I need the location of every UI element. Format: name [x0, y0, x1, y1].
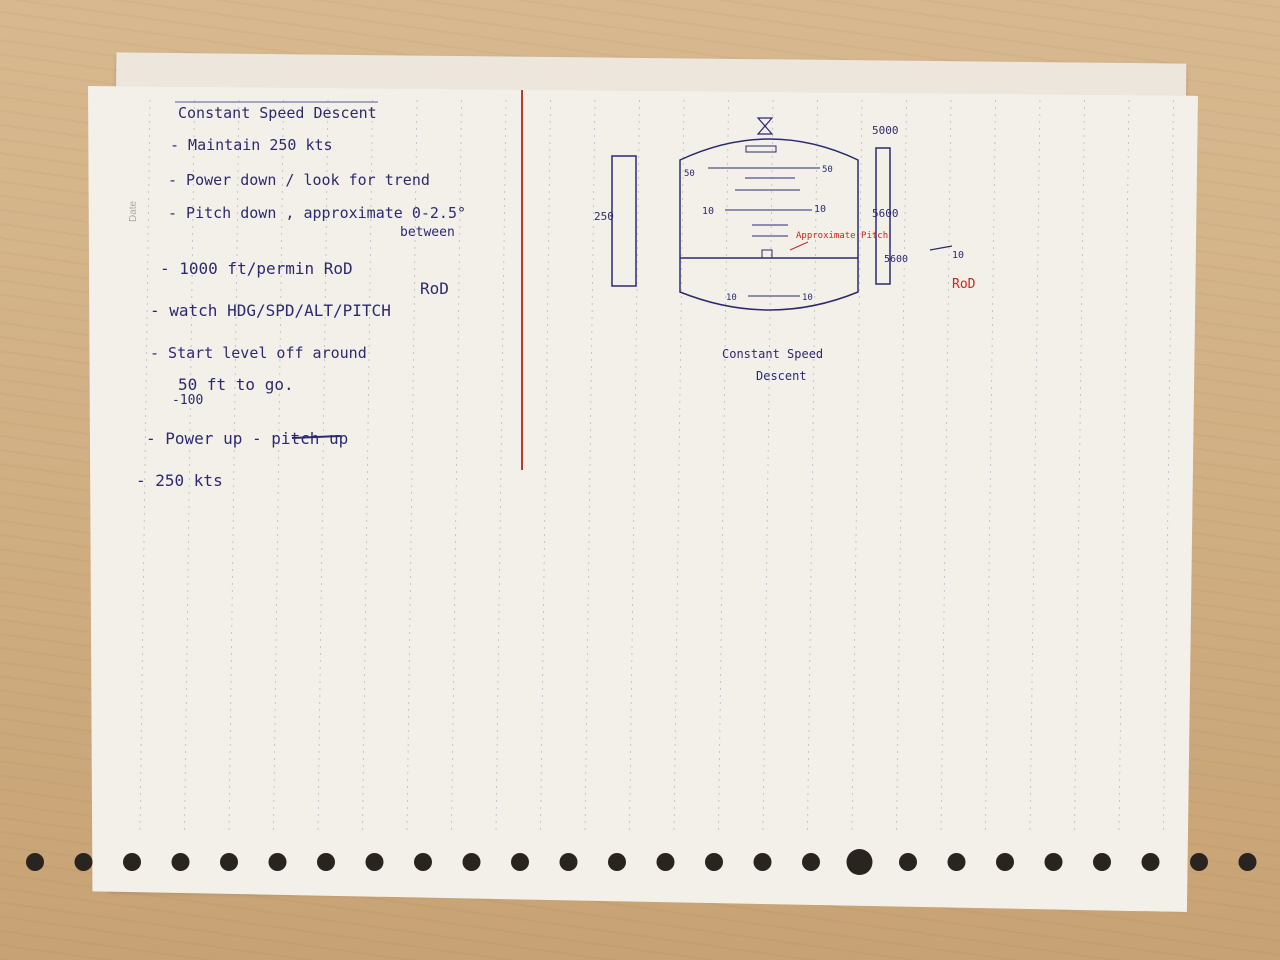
ruling-line	[718, 99, 729, 831]
dotted-ruling	[139, 99, 1174, 831]
note-line: RoD	[420, 279, 449, 298]
ruling-line	[139, 99, 151, 831]
note-line: -100	[172, 393, 203, 408]
note-line: - Pitch down , approximate 0-2.5°	[168, 204, 466, 222]
ruling-line	[1029, 99, 1041, 831]
punch-hole	[1093, 853, 1111, 871]
ruling-line	[985, 99, 996, 831]
ruling-line	[1074, 99, 1085, 831]
punch-hole	[656, 853, 675, 871]
note-line: between	[400, 225, 455, 240]
note-line: - 1000 ft/permin RoD	[160, 259, 353, 278]
aircraft-symbol	[761, 249, 773, 259]
punch-hole	[1238, 853, 1257, 871]
punch-hole	[317, 853, 335, 871]
altitude-label: 5600	[872, 207, 899, 220]
pitch-label: 10	[802, 293, 813, 303]
punch-hole	[414, 853, 432, 871]
note-line: - Power up - pitch up	[146, 429, 348, 448]
punch-hole	[171, 853, 190, 871]
punch-holes	[26, 849, 1257, 875]
punch-hole	[899, 853, 917, 871]
ruling-line	[228, 99, 240, 831]
pitch-label: 50	[684, 169, 695, 179]
note-line: - watch HDG/SPD/ALT/PITCH	[150, 301, 391, 320]
ruling-line	[495, 99, 507, 831]
speed-tape-label: 250	[594, 210, 614, 223]
ruling-line	[406, 99, 418, 831]
note-line: - Start level off around	[150, 344, 367, 362]
note-line: - 250 kts	[136, 471, 223, 490]
notes-block: Constant Speed Descent - Maintain 250 kt…	[136, 101, 466, 490]
pitch-label: 10	[702, 206, 714, 217]
punch-hole	[220, 853, 238, 871]
ruling-line	[317, 99, 329, 831]
diagram-caption: Descent	[756, 369, 807, 383]
note-line: - Maintain 250 kts	[170, 136, 333, 154]
punch-hole	[365, 853, 384, 871]
notes-title: Constant Speed Descent	[178, 104, 377, 122]
punch-hole	[1044, 853, 1063, 871]
punch-hole	[268, 853, 287, 871]
ruling-line	[629, 99, 640, 831]
altitude-label: 5000	[872, 124, 899, 137]
punch-hole	[608, 853, 626, 871]
ruling-line	[1163, 99, 1174, 831]
ruling-line	[896, 99, 907, 831]
ruling-line	[273, 99, 284, 831]
punch-hole	[996, 853, 1014, 871]
rod-label: RoD	[952, 277, 976, 292]
punch-hole	[846, 849, 873, 875]
ruling-line	[584, 99, 596, 831]
ruling-line	[540, 99, 551, 831]
pitch-label: 10	[726, 293, 737, 303]
punch-hole	[1190, 853, 1208, 871]
ruling-line	[362, 99, 373, 831]
strikethrough	[291, 435, 341, 439]
ruling-line	[940, 99, 952, 831]
pitch-annotation: Approximate Pitch	[796, 231, 888, 241]
punch-hole	[511, 853, 529, 871]
ruling-line	[851, 99, 863, 831]
punch-hole	[1141, 853, 1160, 871]
vsi-label: 10	[952, 250, 964, 261]
ruling-line	[451, 99, 462, 831]
pfd-diagram: 250 50 50 10 10 10 10 Approximate Pitch …	[594, 117, 976, 383]
ruling-line	[762, 99, 774, 831]
attitude-indicator-frame	[679, 138, 859, 311]
ruling-line	[807, 99, 818, 831]
punch-hole	[753, 853, 772, 871]
date-label: Date	[128, 200, 139, 222]
note-line: - Power down / look for trend	[168, 171, 430, 189]
annotation-arrow-icon	[789, 241, 809, 251]
punch-hole	[26, 853, 44, 871]
diagram-caption: Constant Speed	[722, 347, 823, 361]
speed-tape	[611, 155, 637, 287]
heading-marker	[745, 145, 777, 153]
punch-hole	[705, 853, 723, 871]
punch-hole	[74, 853, 93, 871]
altitude-box-label: 5600	[884, 254, 908, 265]
notebook-page	[88, 86, 1198, 912]
altitude-tape	[875, 147, 891, 285]
vsi-needle	[929, 245, 953, 251]
punch-hole	[462, 853, 481, 871]
pitch-label: 50	[822, 165, 833, 175]
pitch-label: 10	[814, 204, 826, 215]
punch-hole	[802, 853, 820, 871]
punch-hole	[947, 853, 966, 871]
punch-hole	[123, 853, 141, 871]
ruling-line	[1118, 99, 1130, 831]
punch-hole	[559, 853, 578, 871]
ruling-line	[673, 99, 685, 831]
note-line: 50 ft to go.	[178, 375, 294, 394]
bank-pointer-icon	[756, 117, 774, 135]
ruling-line	[184, 99, 195, 831]
